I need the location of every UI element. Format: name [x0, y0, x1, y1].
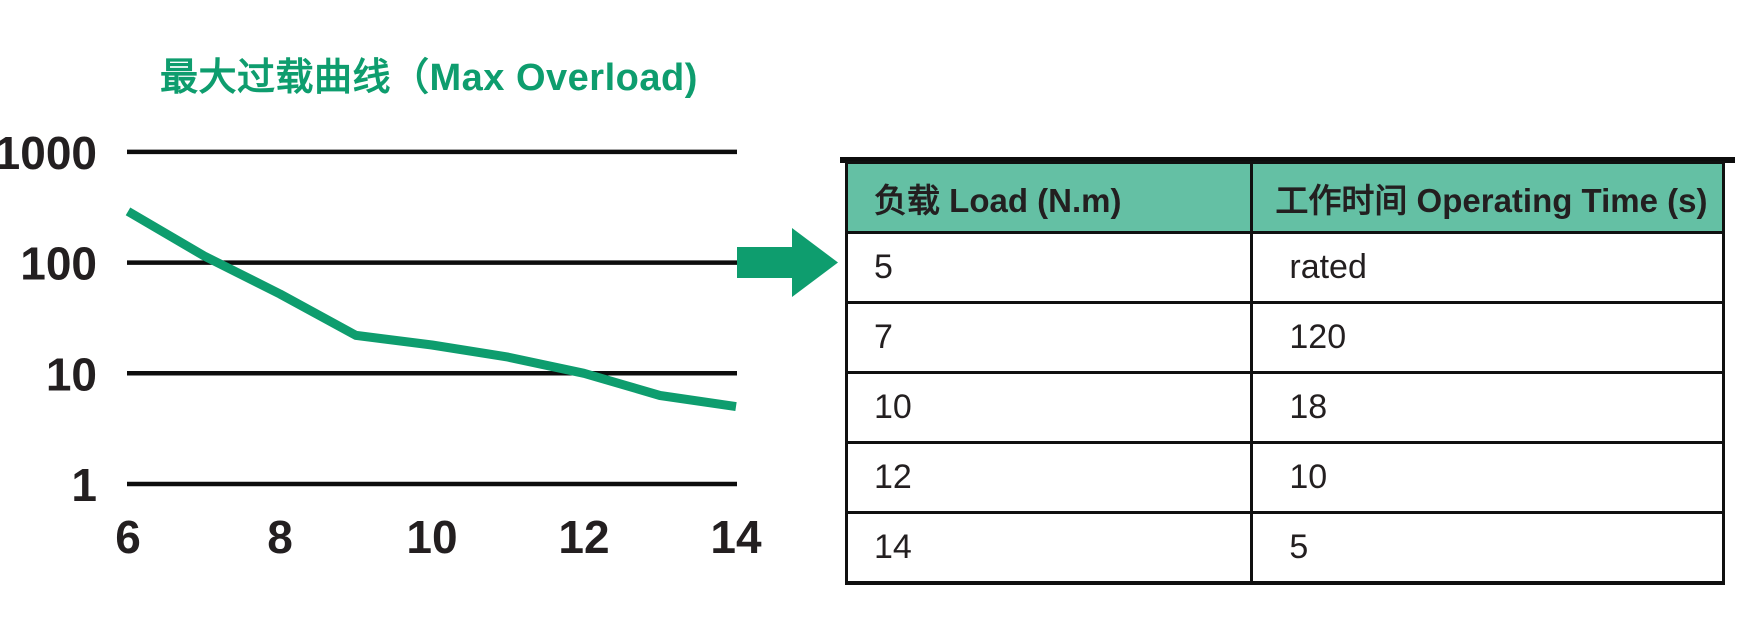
header-load: 负载 Load (N.m) — [844, 161, 1254, 234]
load-cell: 14 — [844, 511, 1254, 585]
load-cell: 12 — [844, 441, 1254, 514]
y-tick-100: 100 — [20, 238, 97, 290]
y-axis-labels: 1 10 100 1000 — [0, 127, 97, 511]
gridlines — [127, 149, 737, 487]
right-arrow-icon — [737, 228, 838, 297]
x-tick-14: 14 — [710, 511, 762, 563]
max-overload-chart: 1 10 100 1000 6 8 10 12 14 — [0, 127, 838, 563]
overload-curve — [125, 207, 737, 412]
x-tick-10: 10 — [406, 511, 457, 563]
operating-time-cell: rated — [1250, 231, 1725, 304]
y-tick-1000: 1000 — [0, 127, 97, 179]
header-operating-time: 工作时间 Operating Time (s) — [1250, 161, 1725, 234]
operating-time-cell: 5 — [1250, 511, 1725, 585]
load-cell: 10 — [844, 371, 1254, 444]
operating-time-cell: 18 — [1250, 371, 1725, 444]
load-cell: 5 — [844, 231, 1254, 304]
y-tick-10: 10 — [46, 348, 97, 400]
x-tick-6: 6 — [115, 511, 141, 563]
load-cell: 7 — [844, 301, 1254, 374]
chart-title: 最大过载曲线（Max Overload) — [160, 57, 698, 99]
table-header-row: 负载 Load (N.m) 工作时间 Operating Time (s) — [844, 161, 1725, 234]
x-tick-8: 8 — [267, 511, 293, 563]
x-tick-12: 12 — [558, 511, 609, 563]
x-axis-labels: 6 8 10 12 14 — [115, 511, 762, 563]
table-top-rule — [840, 157, 1735, 163]
y-tick-1: 1 — [71, 459, 97, 511]
operating-time-cell: 120 — [1250, 301, 1725, 374]
operating-time-cell: 10 — [1250, 441, 1725, 514]
